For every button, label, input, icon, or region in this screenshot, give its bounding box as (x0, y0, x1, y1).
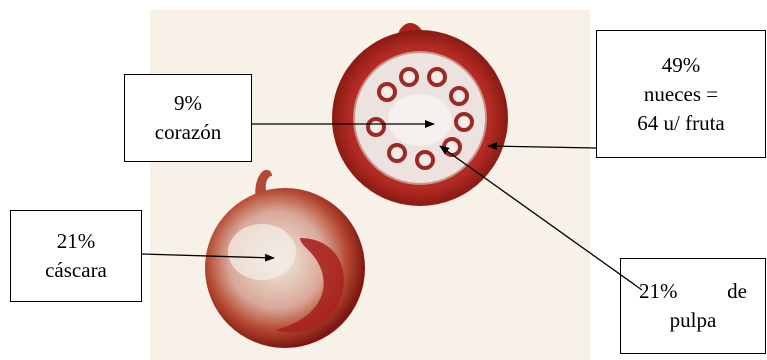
label-pulpa-percent: 21% de (621, 277, 765, 306)
label-nueces-count: 64 u/ fruta (597, 109, 765, 138)
whole-fruit (205, 170, 365, 348)
label-cascara: 21% cáscara (10, 210, 142, 302)
label-corazon: 9% corazón (124, 74, 252, 162)
label-cascara-percent: 21% (11, 227, 141, 256)
nut-icon (389, 145, 405, 161)
nut-icon (417, 152, 433, 168)
label-nueces: 49% nueces = 64 u/ fruta (596, 30, 766, 158)
nut-icon (379, 84, 395, 100)
nut-icon (368, 119, 384, 135)
cut-fruit-core (388, 94, 452, 146)
label-corazon-name: corazón (125, 118, 251, 147)
label-pulpa: 21% de pulpa (620, 258, 766, 354)
label-pulpa-name: pulpa (621, 306, 765, 335)
whole-fruit-highlight (228, 224, 296, 280)
label-nueces-name: nueces = (597, 80, 765, 109)
nut-icon (444, 139, 460, 155)
nut-icon (456, 114, 472, 130)
nut-icon (451, 88, 467, 104)
label-cascara-name: cáscara (11, 256, 141, 285)
nut-icon (429, 69, 445, 85)
label-nueces-percent: 49% (597, 51, 765, 80)
cut-fruit (332, 23, 508, 206)
nut-icon (401, 69, 417, 85)
label-corazon-percent: 9% (125, 89, 251, 118)
